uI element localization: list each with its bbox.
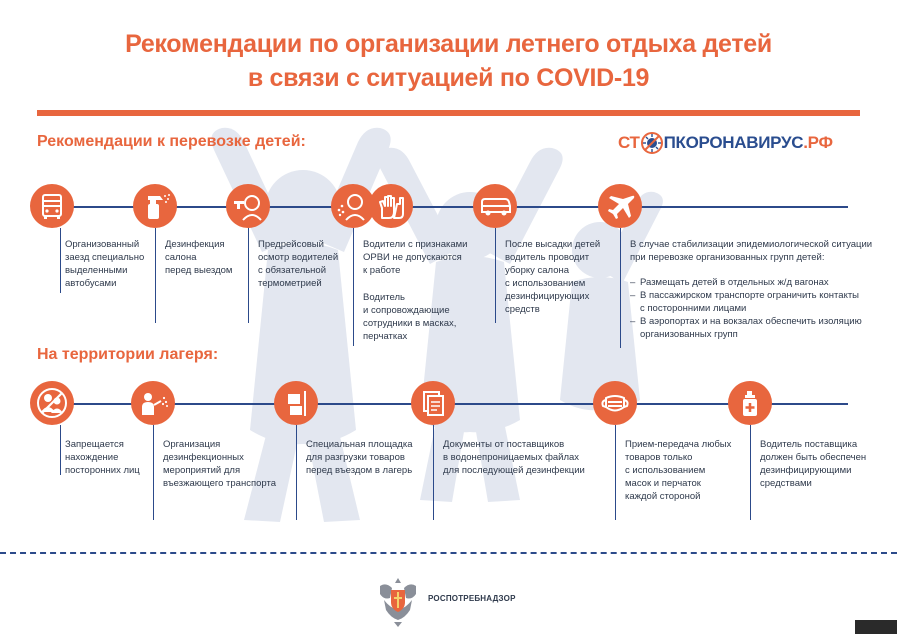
camp-connector-1: [60, 425, 61, 475]
sanitizer-icon: [728, 381, 772, 425]
disinfection-spray-icon: [131, 381, 175, 425]
bus-icon: [30, 184, 74, 228]
sneezing-person-icon: [331, 184, 375, 228]
face-mask-icon: [593, 381, 637, 425]
camp-connector-6: [750, 425, 751, 520]
transport-timeline-line: [60, 206, 848, 208]
logo-text-part1: СТ: [618, 133, 640, 152]
organization-name: РОСПОТРЕБНАДЗОР: [428, 594, 516, 603]
transport-connector-6: [620, 228, 621, 348]
bullet-item: Размещать детей в отдельных ж/д вагонах: [630, 276, 872, 289]
rospotrebnadzor-emblem: [380, 578, 416, 627]
stopkoronavirus-logo[interactable]: СТ ПКОРОНАВИРУС .РФ: [618, 130, 833, 156]
page-title-line1: Рекомендации по организации летнего отды…: [125, 30, 772, 58]
transport-bullet-list: Размещать детей в отдельных ж/д вагонах …: [630, 276, 872, 341]
transport-connector-2: [155, 228, 156, 323]
page-title-line2: в связи с ситуацией по COVID-19: [247, 64, 650, 92]
transport-connector-1: [60, 228, 61, 293]
gloves-icon: [369, 184, 413, 228]
logo-text-part2: ПКОРОНАВИРУС: [663, 133, 804, 152]
transport-text-7: В случае стабилизации эпидемиологической…: [630, 238, 872, 341]
spray-bottle-icon: [133, 184, 177, 228]
bullet-item: В аэропортах и на вокзалах обеспечить из…: [630, 315, 872, 341]
loading-zone-icon: [274, 381, 318, 425]
camp-connector-3: [296, 425, 297, 520]
camp-connector-2: [153, 425, 154, 520]
camp-connector-5: [615, 425, 616, 520]
corner-overlay: [855, 620, 897, 634]
transport-connector-5: [495, 228, 496, 323]
airplane-icon: [598, 184, 642, 228]
footer-dashed-divider: [0, 552, 897, 554]
transport-connector-3: [248, 228, 249, 323]
virus-stop-icon: [640, 132, 663, 154]
bullet-item: В пассажирском транспорте ограничить кон…: [630, 289, 872, 315]
no-people-icon: [30, 381, 74, 425]
transport-section-heading: Рекомендации к перевозке детей:: [37, 133, 306, 150]
documents-icon: [411, 381, 455, 425]
camp-connector-4: [433, 425, 434, 520]
camp-section-heading: На территории лагеря:: [37, 346, 219, 363]
logo-text-part3: .РФ: [803, 133, 833, 152]
transport-connector-4: [353, 228, 354, 346]
title-underline-bar: [37, 110, 860, 116]
thermometer-check-icon: [226, 184, 270, 228]
van-icon: [473, 184, 517, 228]
